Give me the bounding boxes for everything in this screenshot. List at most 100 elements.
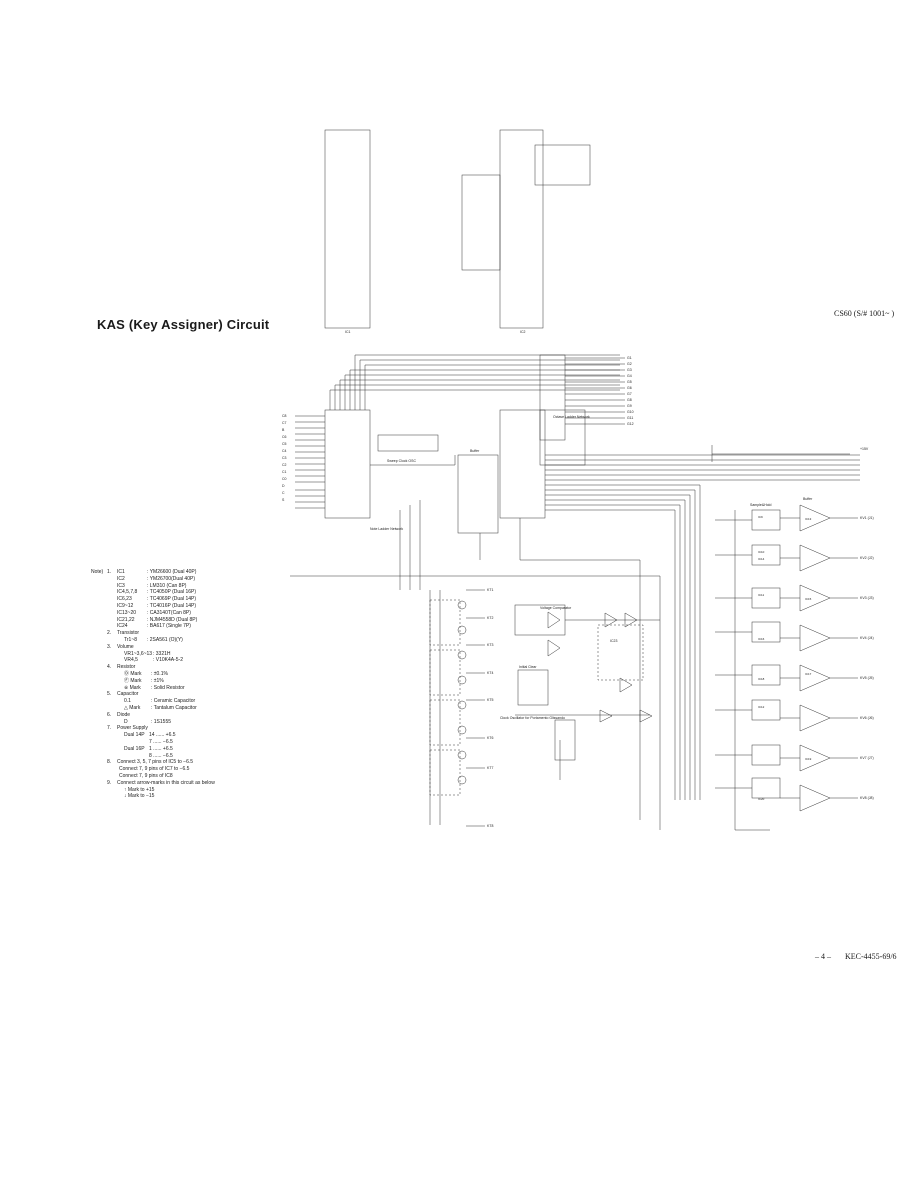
label-ic23: IC23 (610, 639, 617, 643)
top-pin-label: G9 (627, 404, 632, 408)
note-value: : 2SA561 (O)(Y) (147, 636, 183, 643)
note-label: Transistor (117, 630, 140, 637)
output-terminal-label: KV1 (J1) (860, 516, 874, 520)
page-title: KAS (Key Assigner) Circuit (97, 317, 270, 332)
note-label: Volume (117, 643, 134, 650)
note-value: : NJM4558D (Dual 8P) (147, 616, 198, 623)
note-label: Ⓕ Mark (124, 677, 142, 684)
note-number: 4. (107, 664, 112, 671)
input-pin-label: S (282, 498, 285, 502)
comparator-block (514, 604, 660, 761)
note-label: IC21,22 (117, 616, 135, 623)
transistor-output-label: KT3 (487, 643, 493, 647)
ic-box-label: IC14 (758, 557, 765, 561)
note-label: VR4,5 (124, 657, 138, 664)
buffer-opamps (780, 504, 858, 812)
top-pin-label: G8 (627, 398, 632, 402)
label-ic2: IC2 (520, 330, 526, 334)
note-label: IC6,23 (117, 596, 132, 603)
note-label: Tr1~8 (124, 636, 138, 643)
ic-box-label: IC9 (758, 515, 763, 519)
label-voltage-comparator: Voltage Comparator (540, 606, 572, 610)
note-label: IC24 (117, 623, 128, 630)
top-pin-label: G2 (627, 362, 632, 366)
input-pin-label: C7 (282, 421, 287, 425)
label-buffer-right: Buffer (803, 497, 813, 501)
transistor-column (429, 589, 485, 827)
note-value: : Ceramic Capacitor (151, 698, 196, 705)
note-label: IC1 (117, 569, 125, 575)
note-label: IC13~20 (117, 609, 137, 616)
note-value: : YM26600 (Dual 40P) (147, 569, 197, 575)
note-value: : TC4016P (Dual 14P) (147, 602, 197, 609)
input-pin-label: C1 (282, 470, 287, 474)
note-value: : Solid Resistor (151, 684, 185, 691)
ic-box-label: IC17 (805, 672, 812, 676)
input-pin-label: B (282, 428, 285, 432)
note-value: : CA3140T(Can 8P) (147, 609, 191, 616)
label-octave-ladder: Octave Ladder Network (553, 415, 590, 419)
label-sweep-clock: Sweep Clock OSC (387, 459, 416, 463)
note-value: : ±0.1% (151, 670, 168, 677)
input-pin-label: C5 (282, 442, 287, 446)
note-number: 2. (107, 630, 112, 637)
transistor-output-label: KT8 (487, 824, 493, 828)
note-value: : LM310 (Can 8P) (147, 582, 187, 589)
note-value: 8 ...... −6.5 (149, 752, 173, 759)
top-pin-label: G5 (627, 380, 632, 384)
top-pin-label: G10 (627, 410, 634, 414)
note-label: Resistor (117, 664, 136, 671)
note-label: IC3 (117, 582, 125, 589)
ic-box-label: IC20 (758, 797, 765, 801)
output-terminal-label: KV7 (J7) (860, 756, 874, 760)
input-pin-label: D (282, 484, 285, 488)
input-pin-label: C8 (282, 414, 287, 418)
note-value: : YM26700(Dual 40P) (147, 575, 195, 582)
note-value: : Tantalum Capacitor (151, 704, 197, 711)
top-pin-label: G7 (627, 392, 632, 396)
note-value: : V10K4A-5-2 (153, 657, 184, 664)
document-code: KEC-4455-69/6 (845, 952, 897, 961)
note-label: Connect 7, 9 pins of IC8 (119, 772, 173, 779)
note-label: Connect arrow-marks in this circuit as b… (117, 779, 215, 786)
ic-box-label: IC13 (805, 517, 812, 521)
transistor-output-label: KT7 (487, 766, 493, 770)
note-value: : ±1% (151, 677, 164, 684)
note-label: ※ Mark (124, 684, 141, 691)
note-label: Connect 7, 9 pins of IC7 to −6.5 (119, 766, 190, 773)
note-label: VR1~3,6~13 (124, 650, 153, 657)
note-label: △ Mark (124, 704, 141, 711)
sample-hold-column (715, 509, 781, 831)
ic-box-label: IC18 (758, 677, 765, 681)
transistor-output-label: KT6 (487, 736, 493, 740)
label-note-ladder: Note Ladder Network (370, 527, 403, 531)
note-label: D (124, 718, 128, 725)
note-label: Diode (117, 711, 131, 718)
transistor-output-label: KT1 (487, 588, 493, 592)
output-terminal-label: KV2 (J2) (860, 556, 874, 560)
note-number: 3. (107, 643, 112, 650)
ic-box-label: IC16 (758, 637, 765, 641)
note-label: ↑ Mark to +15 (124, 786, 155, 793)
note-label: IC2 (117, 575, 125, 582)
label-ic1: IC1 (345, 330, 351, 334)
note-number: 6. (107, 711, 112, 718)
note-number: 8. (107, 759, 112, 766)
label-clock-oscillator: Clock Oscillator for Portamento Glissand… (500, 716, 565, 720)
note-label: Connect 3, 5, 7 pins of IC5 to −6.5 (117, 759, 194, 766)
output-terminal-label: KV6 (J6) (860, 716, 874, 720)
top-pin-label: G4 (627, 374, 632, 378)
note-value: : 1S1555 (151, 718, 172, 725)
top-pin-label: G1 (627, 356, 632, 360)
ic2-block (499, 129, 544, 329)
ic-box-label: IC12 (758, 705, 765, 709)
note-number: 1. (107, 569, 112, 575)
input-pin-label: C2 (282, 463, 287, 467)
model-number: CS60 (S/# 1001~ ) (834, 309, 895, 318)
top-pin-label: G12 (627, 422, 634, 426)
top-pin-label: G11 (627, 416, 633, 420)
transistor-output-label: KT4 (487, 671, 493, 675)
note-number: 9. (107, 779, 112, 786)
top-pin-label: G3 (627, 368, 632, 372)
label-sample-hold: Sample&Hold (750, 503, 771, 507)
